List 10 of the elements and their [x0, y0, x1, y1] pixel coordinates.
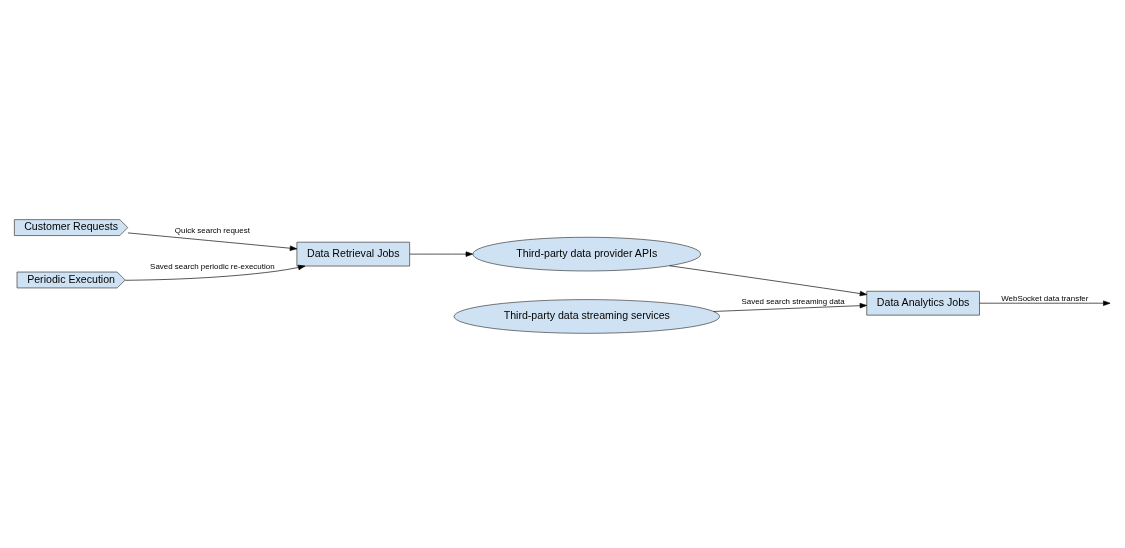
arrow	[713, 302, 867, 312]
arrow	[979, 300, 1111, 306]
arrow	[409, 250, 473, 257]
arrow	[127, 232, 298, 251]
node-box: Data Retrieval Jobs	[296, 241, 410, 266]
arrow	[669, 264, 868, 296]
node-box: Data Analytics Jobs	[866, 290, 980, 315]
arrow	[124, 264, 306, 281]
node-ellipse: Third-party data provider APIs	[472, 236, 701, 271]
node-ellipse: Third-party data streaming services	[453, 298, 720, 334]
